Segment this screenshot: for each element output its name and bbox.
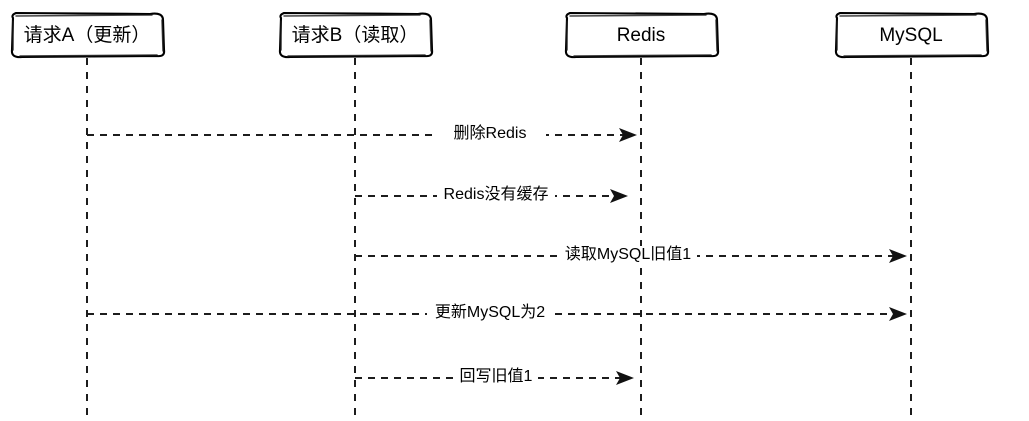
message-3-read-mysql-old-value[interactable]: 读取MySQL旧值1 <box>355 245 907 266</box>
mysql-box-outline <box>834 11 990 59</box>
request-b-box-sketch <box>280 14 432 57</box>
message-2-label-bg <box>437 186 555 206</box>
message-4-label-bg <box>427 304 553 324</box>
participant-label-redis: Redis <box>617 25 666 46</box>
message-5-write-back-old-value[interactable]: 回写旧值1 <box>355 367 634 388</box>
message-1-arrowhead <box>619 128 637 142</box>
lifelines-group <box>86 58 912 415</box>
request-a-box-outline <box>10 11 166 59</box>
message-2-redis-cache-miss[interactable]: Redis没有缓存 <box>355 185 628 206</box>
mysql-box-sketch <box>836 14 988 57</box>
message-1-delete-redis[interactable]: 删除Redis <box>87 124 637 145</box>
participant-box-mysql[interactable]: MySQL <box>834 11 990 59</box>
message-2-arrowhead <box>610 189 628 203</box>
participant-box-request-b[interactable]: 请求B（读取） <box>278 11 434 59</box>
message-4-arrowhead <box>889 307 907 321</box>
redis-box-outline <box>564 11 720 59</box>
redis-box-sketch <box>566 14 718 57</box>
participant-box-request-a[interactable]: 请求A（更新） <box>10 11 166 59</box>
participant-label-request-b: 请求B（读取） <box>292 24 419 46</box>
message-1-label-bg <box>434 125 546 145</box>
message-3-arrowhead <box>889 249 907 263</box>
message-2-label: Redis没有缓存 <box>444 185 549 203</box>
participant-label-mysql: MySQL <box>879 25 942 46</box>
message-1-label: 删除Redis <box>454 124 527 142</box>
message-3-label: 读取MySQL旧值1 <box>565 245 691 263</box>
message-5-label: 回写旧值1 <box>460 367 533 385</box>
message-5-arrowhead <box>616 371 634 385</box>
message-4-label: 更新MySQL为2 <box>435 303 545 321</box>
participant-box-redis[interactable]: Redis <box>564 11 720 59</box>
message-4-update-mysql[interactable]: 更新MySQL为2 <box>87 303 907 324</box>
message-3-label-bg <box>559 246 697 266</box>
participant-label-request-a: 请求A（更新） <box>24 24 151 46</box>
request-a-box-sketch <box>12 14 164 57</box>
message-5-label-bg <box>454 368 538 388</box>
request-b-box-outline <box>278 11 434 59</box>
